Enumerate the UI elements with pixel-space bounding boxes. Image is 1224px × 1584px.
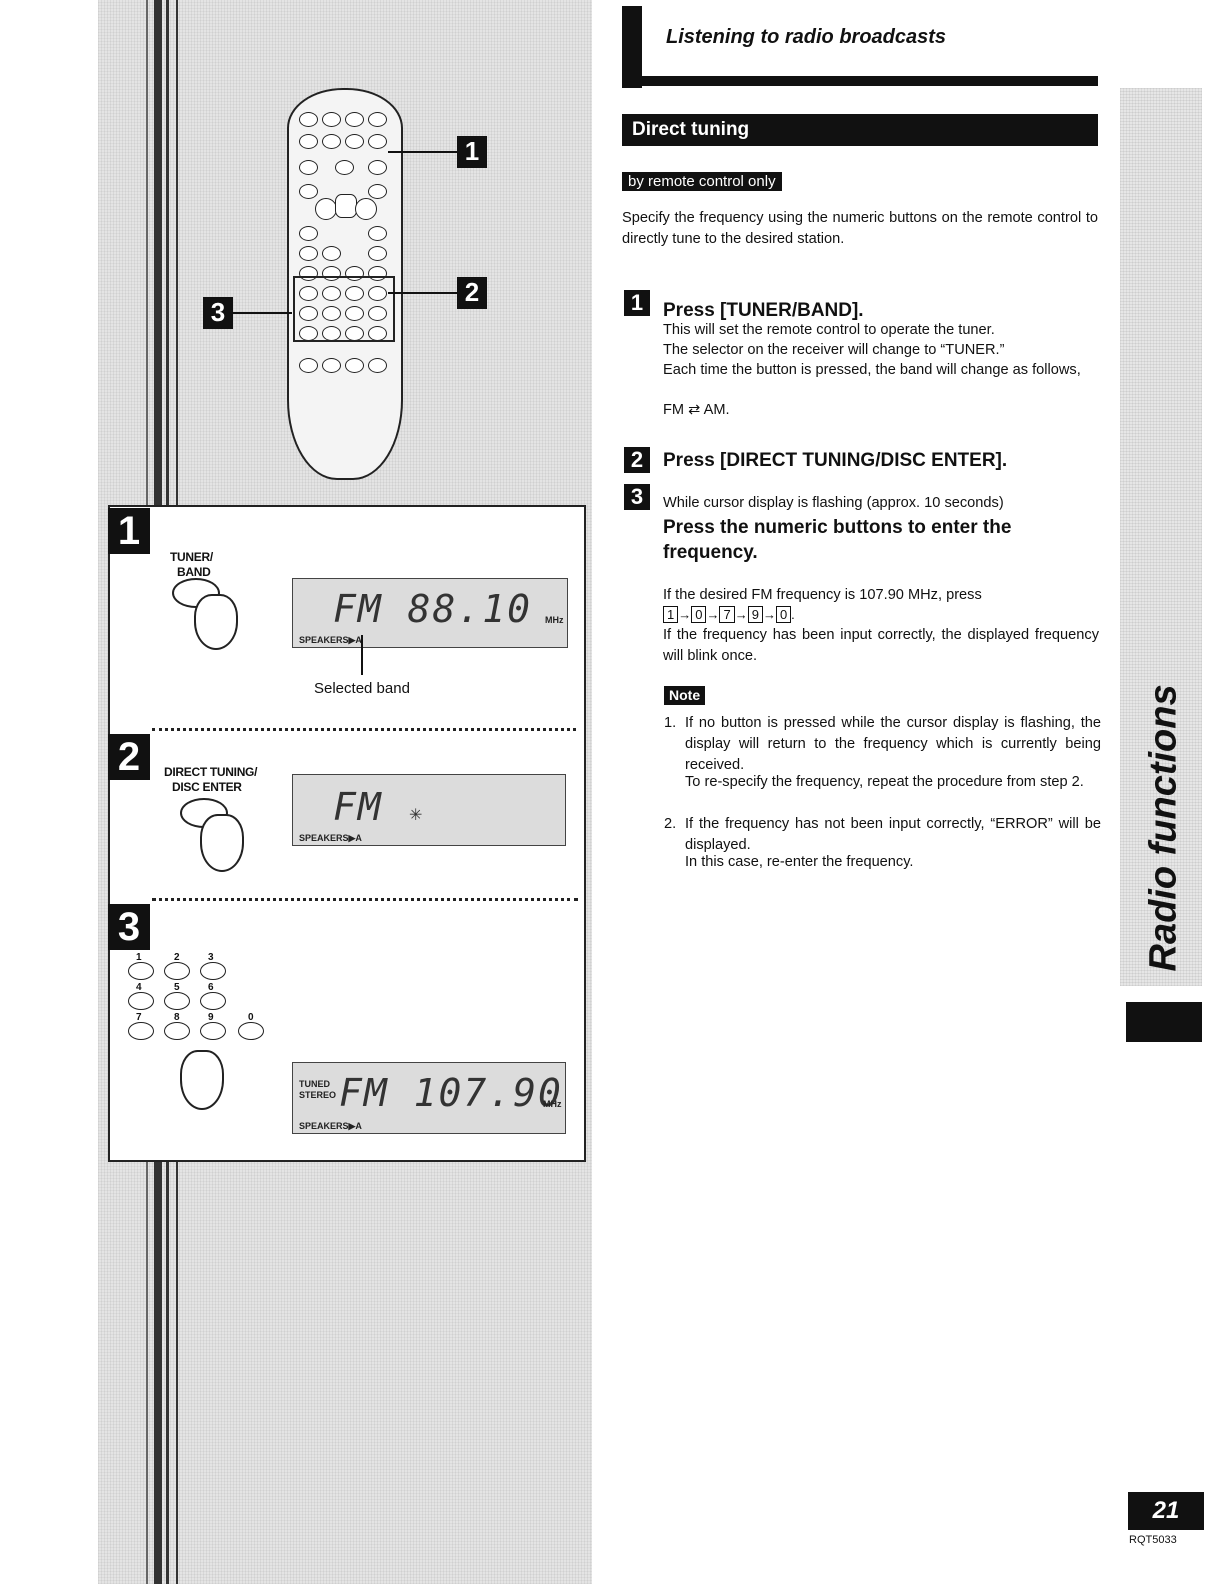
step-1-desc-2: The selector on the receiver will change…: [663, 342, 1005, 358]
lcd-frequency: FM 88.10: [333, 587, 533, 631]
direct-tuning-label-line1: DIRECT TUNING/: [164, 765, 258, 779]
digit-label: 7: [136, 1012, 142, 1023]
lcd-frequency: FM 107.90: [339, 1071, 563, 1115]
digit-label: 3: [208, 952, 214, 963]
document-code: RQT5033: [1129, 1534, 1177, 1546]
lcd-unit: MHz: [543, 1099, 562, 1109]
direct-tuning-label-line2: DISC ENTER: [172, 780, 242, 794]
step-3-pre: While cursor display is flashing (approx…: [663, 495, 1004, 511]
step-2-title: Press [DIRECT TUNING/DISC ENTER].: [663, 450, 1008, 471]
digit-label: 6: [208, 982, 214, 993]
side-tab-strip: [1120, 88, 1202, 986]
key-7: 7: [719, 606, 735, 623]
step-1-number: 1: [624, 290, 650, 316]
digit-label: 8: [174, 1012, 180, 1023]
step-1-title: Press [TUNER/BAND].: [663, 300, 864, 321]
note-1-number: 1.: [664, 715, 677, 731]
lcd-unit: MHz: [545, 615, 564, 625]
step-1-desc-1: This will set the remote control to oper…: [663, 322, 995, 338]
callout-3: 3: [203, 297, 233, 329]
step-3-title: Press the numeric buttons to enter the f…: [663, 517, 1012, 563]
key-1: 1: [663, 606, 679, 623]
illus-step-1-number: 1: [108, 508, 150, 554]
note-2-extra: In this case, re-enter the frequency.: [685, 854, 914, 870]
callout-2: 2: [457, 277, 487, 309]
header-rule: [622, 76, 1098, 86]
step-1-desc-3: Each time the button is pressed, the ban…: [663, 362, 1081, 378]
selected-band-caption: Selected band: [314, 680, 410, 697]
lcd-speakers: SPEAKERS▶A: [299, 1121, 362, 1131]
pressing-finger-icon: [200, 814, 244, 872]
step-3-example: If the desired FM frequency is 107.90 MH…: [663, 587, 982, 603]
note-1-extra: To re-specify the frequency, repeat the …: [685, 774, 1084, 790]
lcd-speakers: SPEAKERS▶A: [299, 833, 362, 843]
section-title: Direct tuning: [622, 114, 1098, 146]
callout-leader: [232, 312, 292, 314]
note-1-text: If no button is pressed while the cursor…: [685, 715, 1101, 773]
lcd-band: FM: [333, 785, 383, 829]
lcd-speakers: SPEAKERS▶A: [299, 635, 362, 645]
callout-1: 1: [457, 136, 487, 168]
tuner-band-label-line2: BAND: [177, 565, 211, 579]
page-number: 21: [1128, 1492, 1204, 1530]
illus-step-2-number: 2: [108, 734, 150, 780]
digit-label: 9: [208, 1012, 214, 1023]
numeric-keypad-image: 1 2 3 4 5 6 7 8 9 0: [128, 952, 268, 1048]
blinking-cursor-icon: ✳: [409, 807, 423, 824]
digit-label: 5: [174, 982, 180, 993]
digit-label: 0: [248, 1012, 254, 1023]
lcd-display-step3: TUNED STEREO FM 107.90 MHz SPEAKERS▶A: [292, 1062, 566, 1134]
step-3-number: 3: [624, 484, 650, 510]
dotted-divider: [152, 728, 576, 731]
step-3-result: If the frequency has been input correctl…: [663, 627, 1099, 664]
key-9: 9: [747, 606, 763, 623]
note-2-text: If the frequency has not been input corr…: [685, 816, 1101, 853]
step-2-number: 2: [624, 447, 650, 473]
digit-label: 1: [136, 952, 142, 963]
band-pointer-line: [361, 635, 363, 675]
dotted-divider: [152, 898, 578, 901]
illus-step-3-number: 3: [108, 904, 150, 950]
note-badge: Note: [664, 686, 706, 705]
side-tab-text: Radio functions: [1142, 684, 1185, 972]
lcd-stereo: STEREO: [299, 1090, 337, 1100]
side-tab-block: [1126, 1002, 1202, 1042]
remote-only-badge: by remote control only: [622, 172, 782, 191]
lcd-display-step2: FM ✳ SPEAKERS▶A: [292, 774, 566, 846]
digit-label: 2: [174, 952, 180, 963]
header-bar: [622, 6, 642, 88]
pressing-finger-icon: [180, 1050, 224, 1110]
remote-control-image: [287, 88, 403, 480]
lcd-display-step1: FM 88.10 MHz SPEAKERS▶A: [292, 578, 568, 648]
callout-leader: [388, 292, 458, 294]
digit-label: 4: [136, 982, 142, 993]
pressing-finger-icon: [194, 594, 238, 650]
page-title: Listening to radio broadcasts: [666, 26, 947, 48]
band-sequence: FM ⇄ AM.: [663, 402, 730, 418]
callout-leader: [388, 151, 458, 153]
side-tab-label: Radio functions: [1124, 684, 1200, 980]
key-0b: 0: [775, 606, 792, 623]
intro-text: Specify the frequency using the numeric …: [622, 210, 1098, 247]
note-2-number: 2.: [664, 816, 677, 832]
key-0: 0: [691, 606, 707, 623]
key-sequence: 1→0→7→9→0.: [663, 606, 795, 623]
tuner-band-label-line1: TUNER/: [170, 550, 213, 564]
lcd-tuned: TUNED: [299, 1079, 330, 1089]
